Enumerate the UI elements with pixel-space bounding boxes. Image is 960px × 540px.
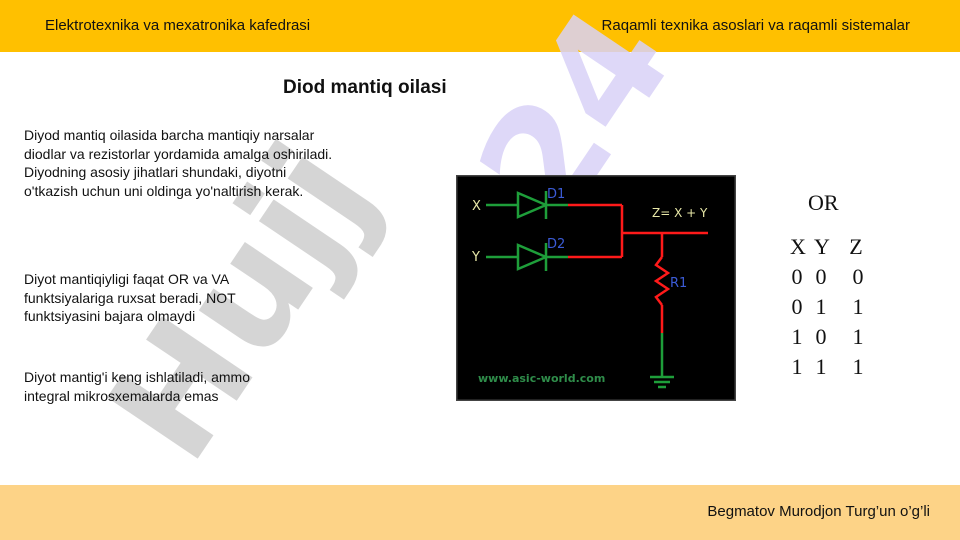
- output-wires: [568, 203, 708, 333]
- credit-text: www.asic-world.com: [478, 372, 605, 385]
- or-truth-table: OR X Y Z 0 0 0 0 1 1 1 0 1 1 1 1: [775, 190, 885, 390]
- header-z: Z: [849, 234, 863, 259]
- cell: 1: [791, 324, 803, 349]
- author-name: Begmatov Murodjon Turg’un o’g’li: [707, 503, 930, 520]
- cell: 1: [852, 354, 864, 379]
- circuit-background: [456, 175, 736, 401]
- ground-icon: [650, 333, 674, 389]
- footer-bar: Begmatov Murodjon Turg’un o’g’li: [0, 485, 960, 540]
- paragraph-2: Diyot mantiqiyligi faqat OR va VA funkts…: [24, 271, 236, 324]
- input-x-label: X: [472, 199, 481, 214]
- r1-label: R1: [670, 276, 687, 291]
- cell: 0: [791, 294, 803, 319]
- slide-title: Diod mantiq oilasi: [283, 77, 447, 98]
- paragraph-1: Diyod mantiq oilasida barcha mantiqiy na…: [24, 127, 333, 199]
- diode-d2: [516, 243, 568, 271]
- d1-label: D1: [547, 187, 565, 202]
- cell: 1: [852, 294, 864, 319]
- header-bar: Elektrotexnika va mexatronika kafedrasi …: [0, 0, 960, 52]
- cell: 1: [815, 294, 827, 319]
- cell: 0: [815, 264, 827, 289]
- output-label: Z= X + Y: [652, 206, 708, 220]
- cell: 0: [852, 264, 864, 289]
- header-x: X: [790, 234, 806, 259]
- cell: 0: [815, 324, 827, 349]
- cell: 1: [815, 354, 827, 379]
- cell: 1: [791, 354, 803, 379]
- d2-label: D2: [547, 237, 565, 252]
- course-name: Raqamli texnika asoslari va raqamli sist…: [601, 17, 910, 34]
- diode-or-circuit: X Y D1 D2 Z= X + Y R1 www.asic-world.com: [456, 175, 736, 401]
- diode-d1: [516, 191, 568, 219]
- paragraph-3: Diyot mantig'i keng ishlatiladi, ammo in…: [24, 369, 250, 404]
- gate-name: OR: [808, 190, 839, 215]
- input-y-label: Y: [471, 250, 480, 265]
- department-name: Elektrotexnika va mexatronika kafedrasi: [45, 17, 311, 34]
- cell: 1: [852, 324, 864, 349]
- cell: 0: [791, 264, 803, 289]
- header-y: Y: [814, 234, 830, 259]
